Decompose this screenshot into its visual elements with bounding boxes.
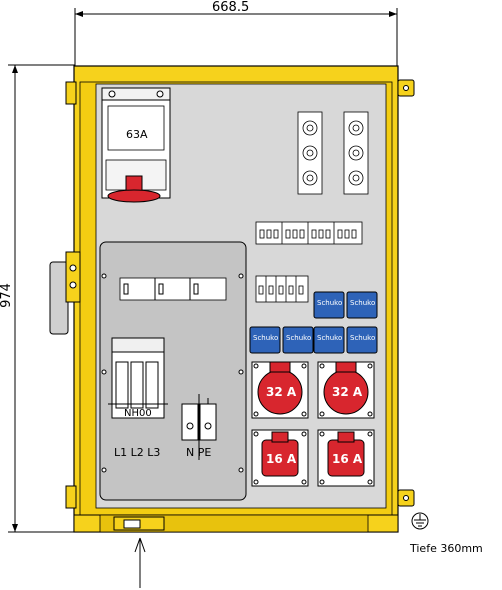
schuko-label-4: Schuko — [286, 334, 312, 342]
mcb-row — [255, 221, 363, 245]
schuko-socket-grid — [249, 291, 378, 354]
schuko-label-5: Schuko — [317, 334, 343, 342]
cee-16a-label-1: 16 A — [266, 452, 297, 466]
main-socket-rating: 63A — [126, 128, 148, 141]
fuse-label: NH00 — [124, 408, 152, 419]
fuse-holders-top — [297, 111, 369, 195]
schuko-label-2: Schuko — [350, 299, 376, 307]
cee-63a-socket — [101, 87, 171, 203]
schuko-label-3: Schuko — [253, 334, 279, 342]
cee-32a-sockets — [251, 361, 375, 419]
phase-labels: L1 L2 L3 — [114, 446, 161, 459]
depth-note: Tiefe 360mm — [410, 542, 483, 555]
sub-panel — [99, 241, 247, 501]
schuko-label-1: Schuko — [317, 299, 343, 307]
neutral-pe-label: N PE — [186, 446, 212, 459]
schuko-label-6: Schuko — [350, 334, 376, 342]
height-dimension-label: 974 — [0, 283, 14, 308]
cee-32a-label-2: 32 A — [332, 385, 363, 399]
cee-16a-label-2: 16 A — [332, 452, 363, 466]
earth-ground-icon — [411, 512, 429, 530]
cee-16a-sockets — [251, 429, 375, 487]
cee-32a-label-1: 32 A — [266, 385, 297, 399]
width-dimension-label: 668.5 — [212, 0, 250, 15]
width-dimension — [74, 8, 398, 68]
rcd-block — [255, 275, 309, 303]
up-arrow-icon — [134, 537, 146, 588]
height-dimension — [8, 64, 75, 533]
